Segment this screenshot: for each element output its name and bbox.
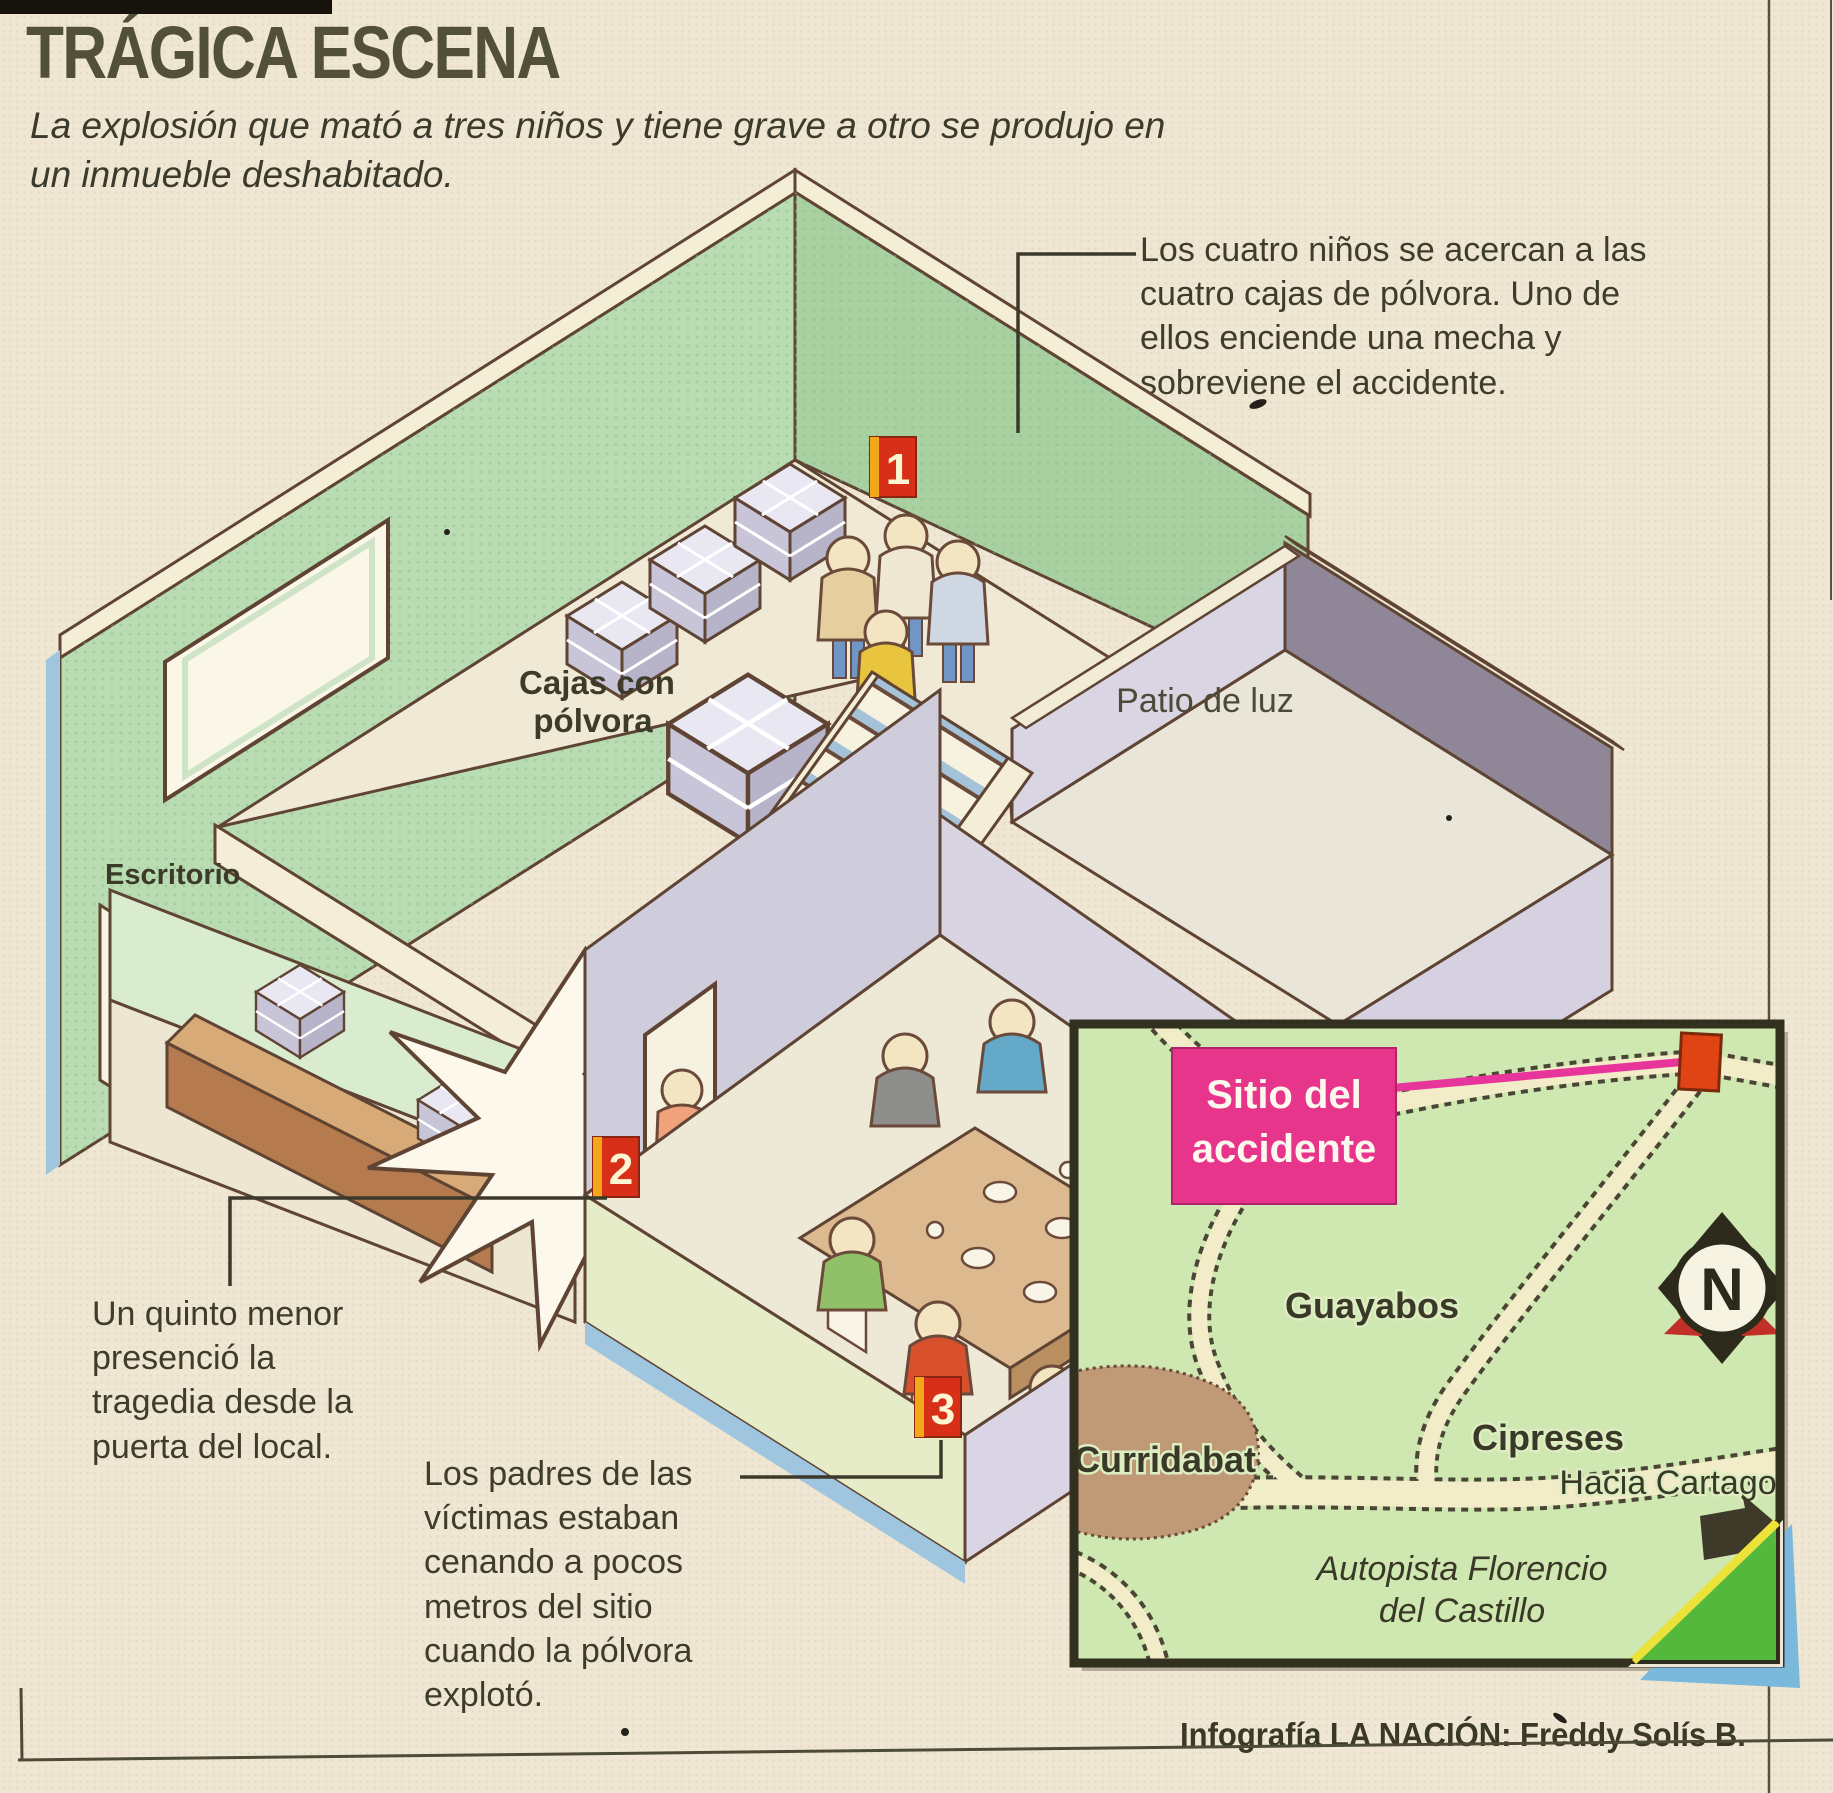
window-opening bbox=[163, 516, 390, 804]
guayabos-label: Guayabos bbox=[1285, 1285, 1459, 1326]
map-inset: Curridabat Guayabos Cipreses Hacia Carta… bbox=[1069, 1019, 1800, 1688]
accident-label-line2: accidente bbox=[1192, 1127, 1377, 1171]
badge-2: 2 bbox=[592, 1136, 640, 1198]
desk-front bbox=[165, 1040, 494, 1275]
leader-line-1 bbox=[1016, 252, 1136, 433]
compass-icon: N bbox=[1658, 1212, 1776, 1364]
page-title: TRÁGICA ESCENA bbox=[26, 11, 561, 94]
badge-1-number: 1 bbox=[886, 445, 910, 494]
shadow-blue-left bbox=[46, 650, 60, 1175]
highway-label-line2: del Castillo bbox=[1379, 1592, 1545, 1630]
callout-fifth-minor: Un quinto menor presenció la tragedia de… bbox=[92, 1295, 353, 1466]
top-black-bar bbox=[0, 0, 332, 14]
callout-parents-dinner: Los padres de las víctimas estaban cenan… bbox=[424, 1455, 693, 1714]
curridabat-label: Curridabat bbox=[1074, 1439, 1256, 1480]
right-wall-texture bbox=[795, 192, 1308, 700]
left-wall-texture bbox=[60, 193, 795, 1165]
cipreses-label: Cipreses bbox=[1472, 1417, 1624, 1458]
badge-3-number: 3 bbox=[931, 1385, 955, 1434]
leader-line-3 bbox=[740, 1440, 943, 1479]
badge-2-number: 2 bbox=[609, 1145, 633, 1194]
patio: Patio de luz bbox=[1009, 534, 1625, 1163]
window-frame bbox=[182, 536, 375, 782]
map-border bbox=[1069, 1019, 1785, 1668]
leader-line-2 bbox=[228, 1196, 607, 1286]
map-content: Curridabat Guayabos Cipreses Hacia Carta… bbox=[1074, 1028, 1776, 1659]
badge-1: 1 bbox=[869, 436, 917, 498]
accident-marker bbox=[1676, 1031, 1724, 1093]
map-fold-edge bbox=[1631, 1520, 1781, 1665]
right-wall-top-edge bbox=[793, 167, 1312, 519]
hacia-cartago-label: Hacia Cartago bbox=[1559, 1464, 1776, 1502]
desk-label: Escritorio bbox=[105, 859, 240, 891]
curridabat-area bbox=[1078, 1364, 1260, 1541]
accident-leader bbox=[1391, 1058, 1683, 1092]
left-rule-fragment bbox=[19, 1687, 24, 1761]
compass-n: N bbox=[1700, 1256, 1743, 1323]
patio-wall-top-ne bbox=[1284, 534, 1625, 752]
subtitle: La explosión que mató a tres niños y tie… bbox=[30, 105, 1166, 195]
boxes-label-line1: Cajas con bbox=[519, 664, 675, 701]
patio-label: Patio de luz bbox=[1116, 682, 1294, 720]
accident-label-line1: Sitio del bbox=[1206, 1073, 1362, 1117]
highway-label-line1: Autopista Florencio bbox=[1314, 1550, 1607, 1588]
callout-children-boxes: Los cuatro niños se acercan a las cuatro… bbox=[1140, 231, 1647, 402]
badge-3: 3 bbox=[914, 1376, 962, 1438]
bottom-rule bbox=[17, 1738, 1833, 1762]
shadow-blue-bottom bbox=[585, 1322, 965, 1584]
patio-parapet-top bbox=[1009, 544, 1302, 730]
accident-label-box: Sitio del accidente bbox=[1171, 1047, 1397, 1205]
ink-specks bbox=[444, 399, 1567, 1736]
boxes-label-line2: pólvora bbox=[533, 702, 653, 739]
